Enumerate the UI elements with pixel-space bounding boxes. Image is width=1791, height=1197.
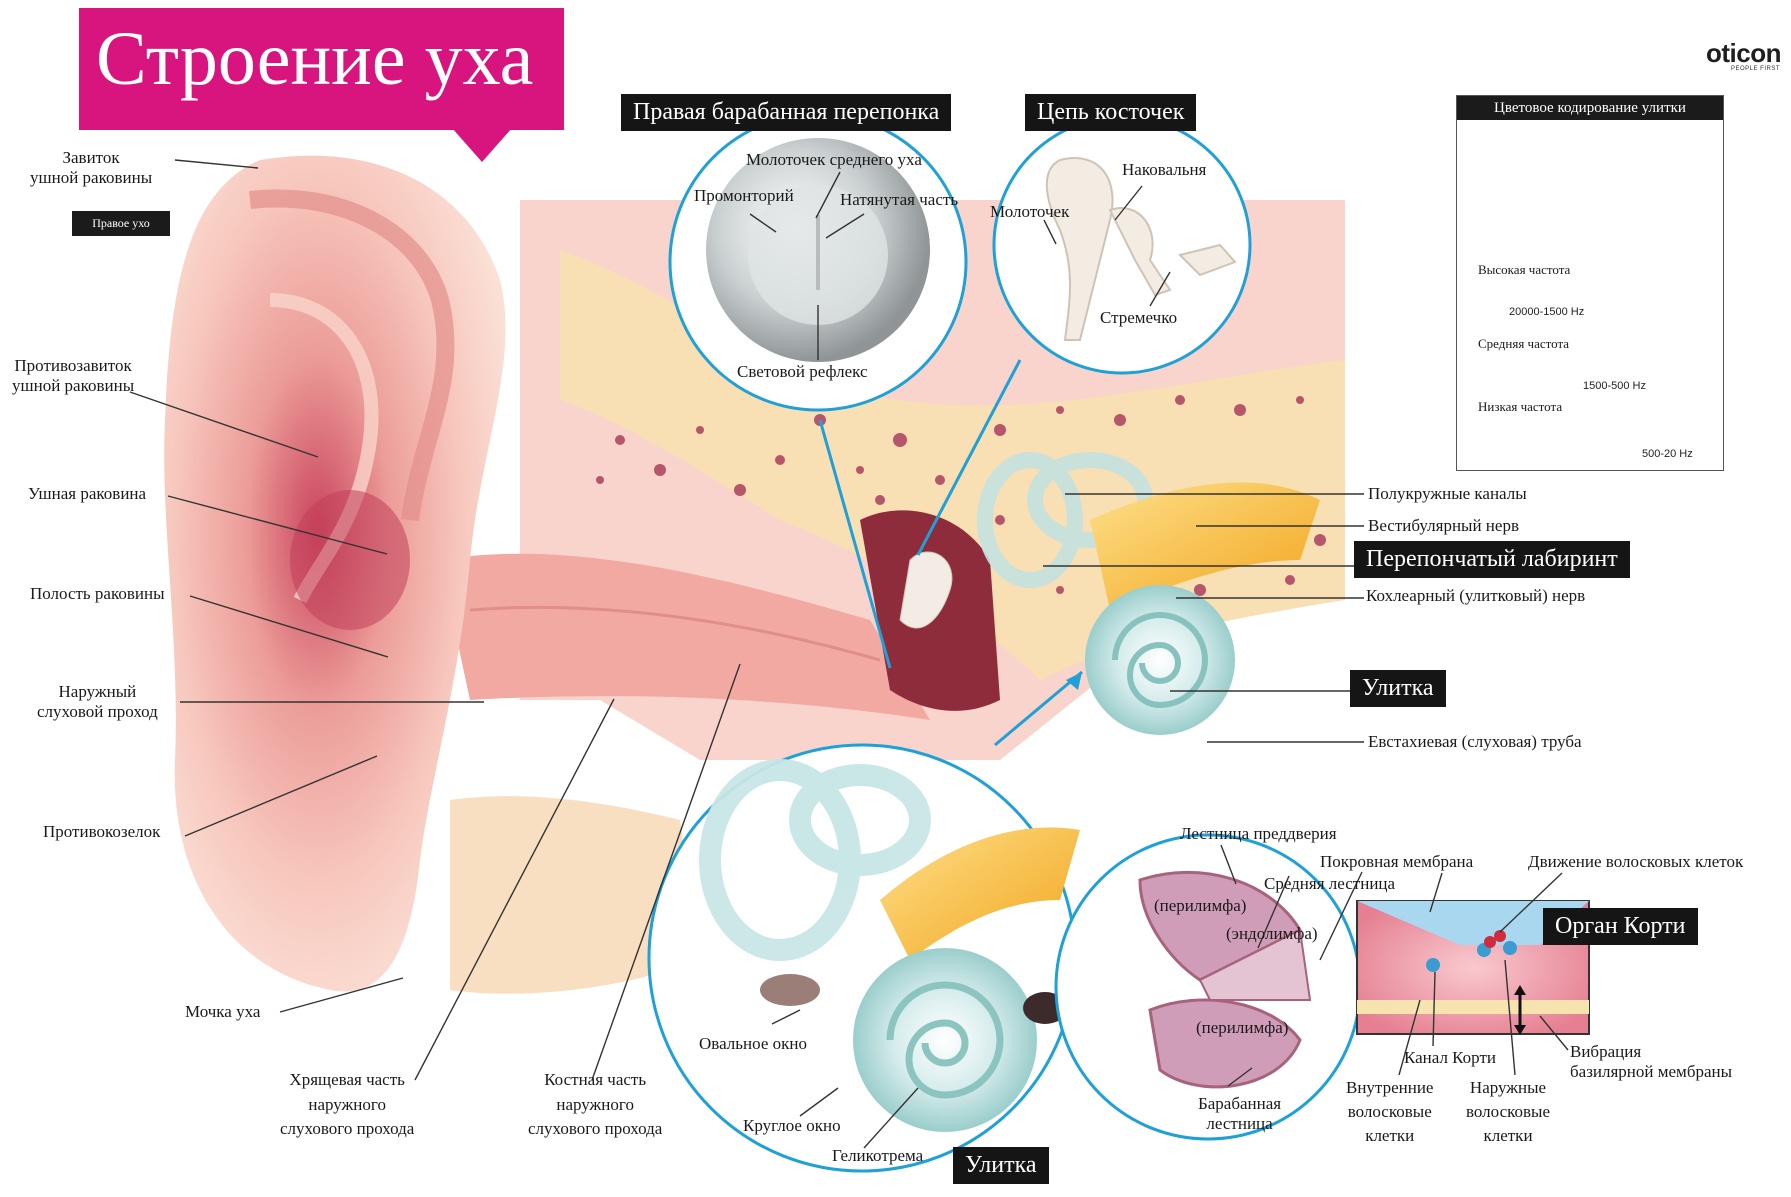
label-scala-vestibuli: Лестница преддверия — [1180, 824, 1337, 844]
label-oval-window: Овальное окно — [699, 1034, 807, 1054]
page-title: Строение уха — [96, 16, 533, 103]
label-outer-hair-cells: Наружные волосковые клетки — [1466, 1076, 1550, 1147]
label-hair-cell-movement: Движение волосковых клеток — [1528, 852, 1743, 872]
label-antihelix: Противозавиток ушной раковины — [12, 356, 134, 397]
label-incus: Наковальня — [1122, 160, 1206, 180]
label-malleus: Молоточек — [990, 202, 1069, 222]
legend-high-range: 20000-1500 Hz — [1509, 306, 1584, 318]
section-organ-of-corti: Орган Корти — [1543, 908, 1698, 945]
label-external-canal: Наружный слуховой проход — [37, 682, 158, 723]
legend-low-range: 500-20 Hz — [1642, 448, 1693, 460]
legend-mid-label: Средняя частота — [1478, 336, 1569, 352]
label-concha: Полость раковины — [30, 584, 165, 604]
label-tunnel-of-corti: Канал Корти — [1404, 1048, 1496, 1068]
label-scala-media: Средняя лестница — [1264, 874, 1395, 894]
label-endolymph: (эндолимфа) — [1226, 924, 1318, 944]
cochlea-color-legend: Цветовое кодирование улитки Высокая част… — [1456, 95, 1724, 471]
label-light-reflex: Световой рефлекс — [737, 362, 868, 382]
label-scala-tympani: Барабанная лестница — [1198, 1094, 1281, 1135]
section-cochlea-main: Улитка — [1350, 670, 1446, 707]
label-perilymph-lower: (перилимфа) — [1196, 1018, 1288, 1038]
label-basilar-vibration: Вибрация базилярной мембраны — [1570, 1042, 1732, 1083]
label-semicircular-canals: Полукружные каналы — [1368, 484, 1527, 504]
right-ear-badge: Правое ухо — [72, 211, 170, 236]
label-pars-tensa: Натянутая часть — [840, 190, 958, 210]
label-cartilaginous-canal: Хрящевая часть наружного слухового прохо… — [280, 1068, 414, 1142]
label-antitragus: Противокозелок — [43, 822, 160, 842]
section-cochlea-zoom: Улитка — [953, 1147, 1049, 1184]
legend-low-label: Низкая частота — [1478, 399, 1562, 415]
label-stapes: Стремечко — [1100, 308, 1177, 328]
label-cochlear-nerve: Кохлеарный (улитковый) нерв — [1366, 586, 1585, 606]
label-auricle: Ушная раковина — [28, 484, 146, 504]
label-earlobe: Мочка уха — [185, 1002, 260, 1022]
title-banner-tail — [452, 128, 512, 162]
legend-mid-range: 1500-500 Hz — [1583, 380, 1646, 392]
label-promontory: Промонторий — [694, 186, 794, 206]
label-helix: Завиток ушной раковины — [30, 148, 152, 189]
legend-high-label: Высокая частота — [1478, 262, 1570, 278]
label-malleus-middle-ear: Молоточек среднего уха — [746, 150, 922, 170]
section-eardrum: Правая барабанная перепонка — [621, 94, 951, 131]
section-ossicles: Цепь косточек — [1025, 94, 1196, 131]
label-inner-hair-cells: Внутренние волосковые клетки — [1346, 1076, 1433, 1147]
label-tectorial-membrane: Покровная мембрана — [1320, 852, 1473, 872]
section-labyrinth: Перепончатый лабиринт — [1354, 541, 1630, 578]
label-vestibular-nerve: Вестибулярный нерв — [1368, 516, 1519, 536]
oticon-logo-tagline: PEOPLE FIRST — [1731, 66, 1780, 72]
label-round-window: Круглое окно — [743, 1116, 841, 1136]
oticon-logo: oticon — [1706, 38, 1781, 69]
label-perilymph-upper: (перилимфа) — [1154, 896, 1246, 916]
label-helicotrema: Геликотрема — [832, 1146, 923, 1166]
legend-title: Цветовое кодирование улитки — [1457, 96, 1723, 120]
label-bony-canal: Костная часть наружного слухового проход… — [528, 1068, 662, 1142]
label-eustachian-tube: Евстахиевая (слуховая) труба — [1368, 732, 1582, 752]
